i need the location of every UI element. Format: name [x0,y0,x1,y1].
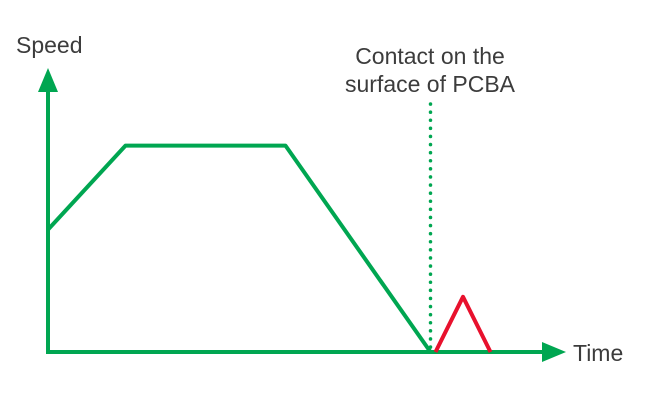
axes [38,68,566,362]
contact-annotation-line1: Contact on the [355,43,505,69]
x-axis-arrow-icon [542,342,566,362]
contact-annotation-line2: surface of PCBA [345,71,516,97]
speed-profile-line [46,143,433,354]
contact-bounce-line [433,294,493,353]
y-axis-label: Speed [16,32,83,58]
x-axis-label: Time [573,340,623,366]
y-axis-arrow-icon [38,68,58,92]
